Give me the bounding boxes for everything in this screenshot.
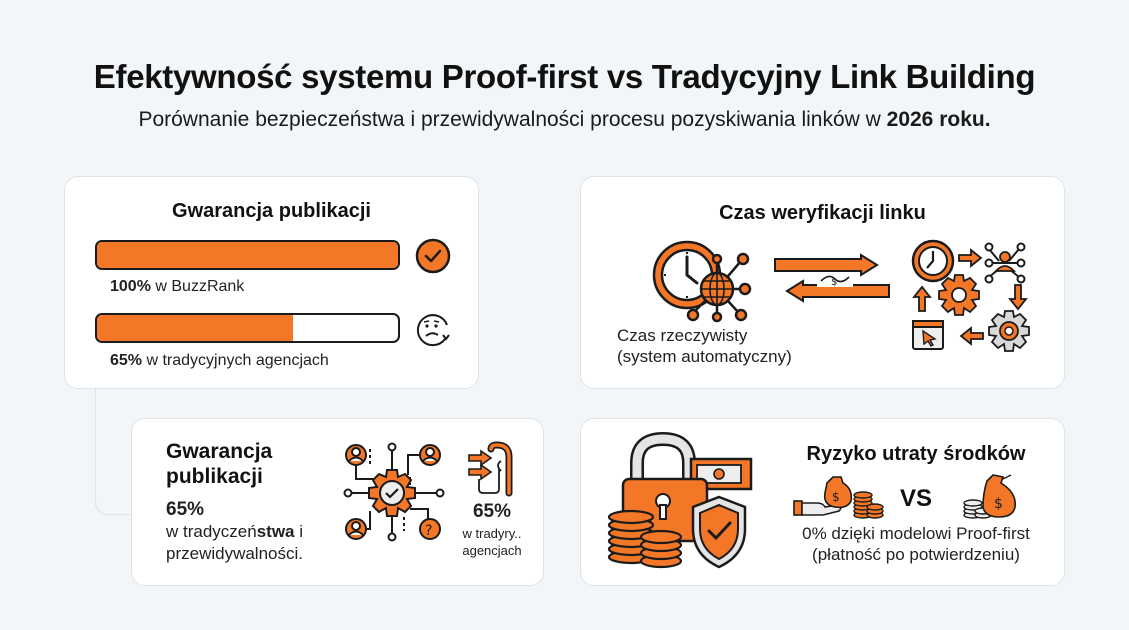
door-arrows-icon (468, 441, 513, 497)
network-gear-check-icon: ? (343, 442, 445, 542)
caption-line: agencjach (462, 543, 522, 558)
caption-line: (system automatyczny) (617, 347, 792, 366)
check-circle-icon (415, 238, 451, 274)
clock-globe-network-icon (652, 240, 752, 323)
verification-caption: Czas rzeczywisty (system automatyczny) (617, 325, 792, 367)
exchange-arrows-icon: $ (774, 253, 890, 303)
risk-caption: 0% dzięki modelowi Proof-first (płatność… (771, 523, 1061, 565)
progress-fill (97, 242, 398, 268)
hand-money-bag-coins-icon: $ (793, 476, 884, 519)
bar-text: w BuzzRank (150, 278, 245, 295)
caption-line: (płatność po potwierdzeniu) (812, 545, 1020, 564)
caption-line: w tradyry.. (462, 526, 522, 541)
svg-text:$: $ (831, 277, 837, 288)
side-caption: w tradyry.. agencjach (447, 525, 537, 559)
guarantee-description: w tradyczeństwa i przewidywalności. (166, 521, 303, 565)
guarantee-card-secondary: Gwarancja publikacji 65% w tradyczeństwa… (131, 418, 544, 586)
money-bag-coins-icon: $ (963, 474, 1017, 519)
caption-line: Czas rzeczywisty (617, 326, 748, 345)
bar-value: 100% (110, 278, 151, 295)
card-title: Gwarancja publikacji (172, 200, 371, 222)
desc-text: w tradyczeń (166, 522, 257, 541)
title-line: Gwarancja (166, 440, 273, 463)
subtitle-year: 2026 roku. (886, 108, 991, 131)
padlock-money-shield-icon (607, 431, 753, 569)
verification-card: Czas weryfikacji linku $ Czas rzeczywist… (580, 176, 1065, 389)
risk-card: Ryzyko utraty środków $ VS $ 0% dzięki m… (580, 418, 1065, 586)
confused-face-icon (416, 314, 450, 347)
svg-text:$: $ (832, 490, 840, 504)
title-line: publikacji (166, 465, 263, 488)
desc-text: i (294, 522, 303, 541)
progress-bar-agencies (95, 313, 400, 343)
card-title: Ryzyko utraty środków (806, 443, 1026, 465)
svg-text:$: $ (994, 496, 1003, 512)
progress-fill (97, 315, 293, 341)
guarantee-card: Gwarancja publikacji 100% w BuzzRank 65%… (64, 176, 479, 389)
guarantee-value: 65% (166, 499, 205, 520)
desc-line: w tradyczeństwa i (166, 521, 303, 543)
progress-bar-buzzrank (95, 240, 400, 270)
bar-label-buzzrank: 100% w BuzzRank (110, 278, 244, 296)
subtitle-text: Porównanie bezpieczeństwa i przewidywaln… (138, 108, 887, 131)
card-title: Czas weryfikacji linku (719, 202, 926, 224)
page-subtitle: Porównanie bezpieczeństwa i przewidywaln… (0, 108, 1129, 132)
desc-bold: stwa (256, 522, 295, 541)
bar-text: w tradycyjnych agencjach (142, 352, 329, 369)
page-title: Efektywność systemu Proof-first vs Trady… (93, 58, 1036, 95)
bar-value: 65% (110, 352, 143, 369)
card-title: Gwarancja publikacji (166, 439, 272, 489)
vs-label: VS (899, 485, 932, 512)
desc-line: przewidywalności. (166, 544, 303, 563)
connector-line (95, 389, 135, 515)
workflow-cycle-icon (911, 239, 1030, 352)
svg-text:?: ? (425, 523, 432, 539)
bar-label-agencies: 65% w tradycyjnych agencjach (110, 352, 329, 370)
side-value: 65% (472, 501, 512, 522)
caption-line: 0% dzięki modelowi Proof-first (802, 524, 1030, 543)
